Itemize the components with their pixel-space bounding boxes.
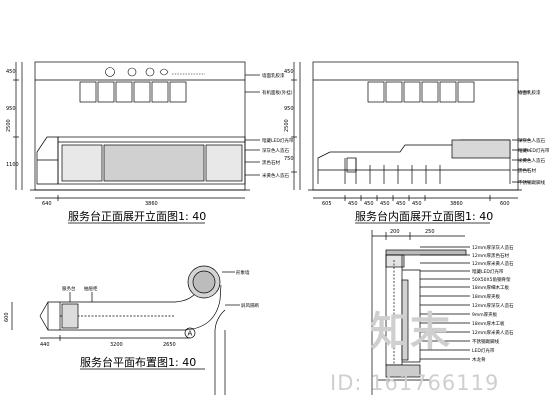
inner-note: 黑色石材 [518, 167, 536, 174]
stone-panel [61, 144, 103, 182]
front-width-dim: 3860 [145, 201, 158, 207]
inner-height-dim: 750 [284, 156, 294, 162]
logo-mark [105, 67, 205, 77]
section-note: 12mm厚深灰人造石 [472, 302, 514, 309]
plan-view [11, 265, 240, 395]
front-width-dim: 640 [42, 201, 52, 207]
plan-dim: 2650 [163, 342, 176, 348]
inner-elevation [291, 61, 530, 201]
section-dim: 250 [425, 229, 435, 235]
inner-width-dim: 450 [348, 201, 358, 207]
plan-dim: 600 [4, 312, 10, 322]
stone-panel [103, 144, 205, 182]
inner-note: 暗藏LED灯光带 [518, 147, 550, 154]
section-note: LED灯光带 [472, 347, 495, 354]
cabinet-divisions [344, 158, 441, 184]
watermark-id: ID: 161766119 [330, 371, 499, 395]
section-note: 12mm厚米黄人造石 [472, 260, 514, 267]
section-note: 12mm厚黑色石材 [472, 252, 509, 259]
front-height-dim: 2500 [6, 119, 12, 132]
inner-height-dim: 450 [284, 69, 294, 75]
front-note: 暗藏LED灯光带 [262, 137, 294, 144]
inner-width-dim: 605 [322, 201, 332, 207]
inner-note: 墙面乳胶漆 [518, 89, 541, 96]
front-note: 深灰色人造石 [262, 147, 289, 154]
display-panel-row [367, 81, 475, 103]
front-height-dim: 1100 [6, 162, 19, 168]
plan-dim: 3200 [110, 342, 123, 348]
front-height-dim: 950 [6, 106, 16, 112]
front-elevation [13, 61, 260, 201]
plan-note: 屏风隔断 [241, 302, 259, 309]
plan-note: 服务台 [62, 285, 76, 292]
front-note: 墙面乳胶漆 [262, 72, 285, 79]
shelf-unit [346, 157, 357, 173]
front-note: 有机面板(外挂) [262, 89, 293, 96]
inner-width-dim: 600 [500, 201, 510, 207]
display-panel-row [79, 81, 187, 103]
inner-note: 深灰色人造石 [518, 137, 545, 144]
stone-panel [205, 144, 243, 182]
section-dim: 200 [390, 229, 400, 235]
section-note: 18mm厚细木工板 [472, 284, 509, 291]
front-note: 黑色石材 [262, 159, 280, 166]
section-note: 暗藏LED灯光带 [472, 268, 504, 275]
counter-top-band [451, 139, 511, 159]
inner-width-dim: 450 [364, 201, 374, 207]
inner-width-dim: 450 [412, 201, 422, 207]
section-note: 9mm厚夹板 [472, 311, 498, 318]
section-note: 木龙骨 [472, 356, 486, 363]
inner-width-dim: 3860 [450, 201, 463, 207]
inner-note: 米黄色人造石 [518, 157, 545, 164]
plan-note: 抽屉柜 [84, 285, 98, 292]
inner-width-dim: 450 [380, 201, 390, 207]
drawer-cabinet [61, 303, 79, 329]
section-note: 50X50X5角钢骨架 [472, 276, 511, 283]
front-elevation-title: 服务台正面展开立面图1: 40 [68, 209, 206, 223]
watermark-brand: 知末 [370, 309, 450, 355]
plan-title: 服务台平面布置图1: 40 [80, 355, 196, 369]
inner-height-dim: 2500 [284, 119, 290, 132]
inner-width-dim: 450 [396, 201, 406, 207]
counter-end [36, 136, 59, 185]
plan-dim: 440 [40, 342, 50, 348]
inner-elevation-title: 服务台内面展开立面图1: 40 [355, 209, 493, 223]
section-note: 不锈钢踢脚线 [472, 338, 499, 345]
front-height-dim: 450 [6, 69, 16, 75]
section-note: 12mm厚深灰人造石 [472, 244, 514, 251]
section-detail [371, 230, 470, 395]
section-note: 12mm厚米黄人造石 [472, 329, 514, 336]
front-note: 米黄色人造石 [262, 172, 289, 179]
inner-note: 不锈钢踢脚线 [518, 179, 545, 186]
section-note: 18mm厚木工板 [472, 320, 505, 327]
section-marker-label: A [188, 330, 193, 338]
section-note: 18mm厚夹板 [472, 293, 500, 300]
inner-height-dim: 950 [284, 106, 294, 112]
plan-note: 形象墙 [236, 269, 250, 276]
section-marker: A [184, 327, 196, 339]
